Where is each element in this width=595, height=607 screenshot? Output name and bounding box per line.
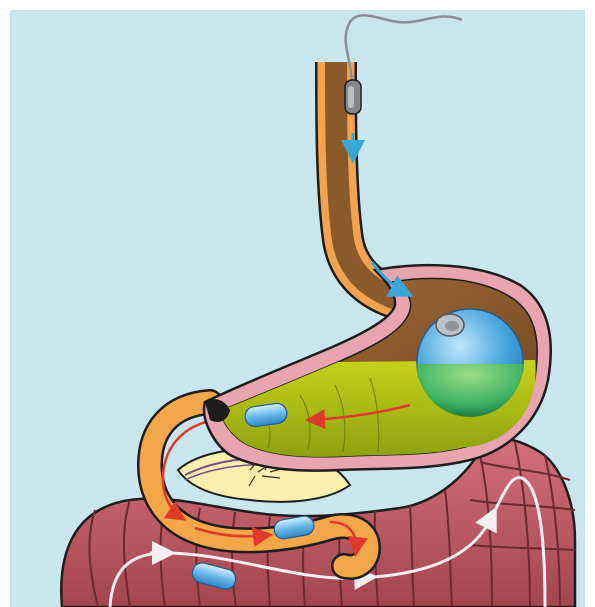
balloon-icon	[417, 309, 523, 417]
endoscope-capsule-icon	[345, 80, 361, 114]
